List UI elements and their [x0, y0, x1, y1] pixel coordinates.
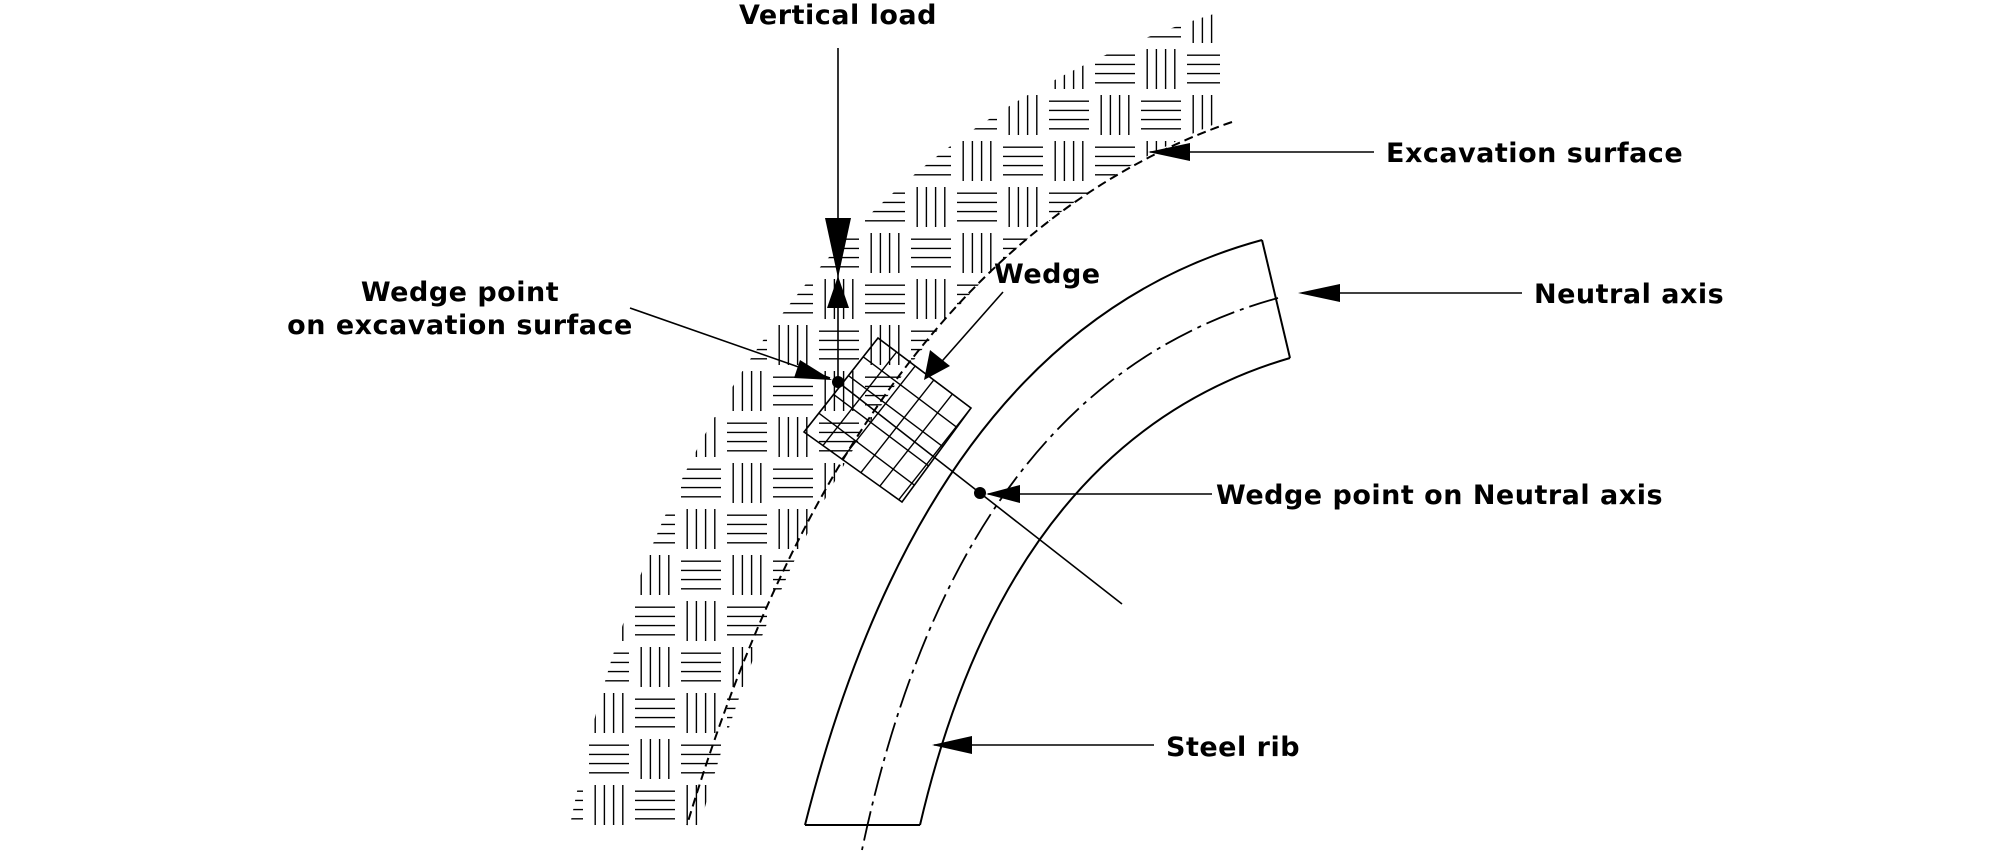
leader-lines	[629, 143, 1522, 754]
soil-hatching	[570, 12, 1220, 825]
wedge-point-excavation-label-line1: Wedge point	[361, 277, 559, 308]
wedge-point-excavation-label-line2: on excavation surface	[287, 310, 633, 341]
vertical-load-label: Vertical load	[739, 0, 937, 31]
wedge-label: Wedge	[994, 259, 1101, 290]
vertical-load-arrow	[825, 48, 851, 382]
excavation-surface-line	[686, 121, 1233, 826]
wedge-point-neutral	[974, 487, 986, 499]
excavation-surface-label: Excavation surface	[1386, 138, 1683, 169]
neutral-axis-label: Neutral axis	[1534, 279, 1724, 310]
neutral-axis-line	[861, 297, 1279, 851]
wedge-point-neutral-label: Wedge point on Neutral axis	[1216, 480, 1663, 511]
wedge-point-excavation	[832, 376, 844, 388]
steel-rib	[804, 239, 1291, 826]
steel-rib-label: Steel rib	[1166, 732, 1300, 763]
